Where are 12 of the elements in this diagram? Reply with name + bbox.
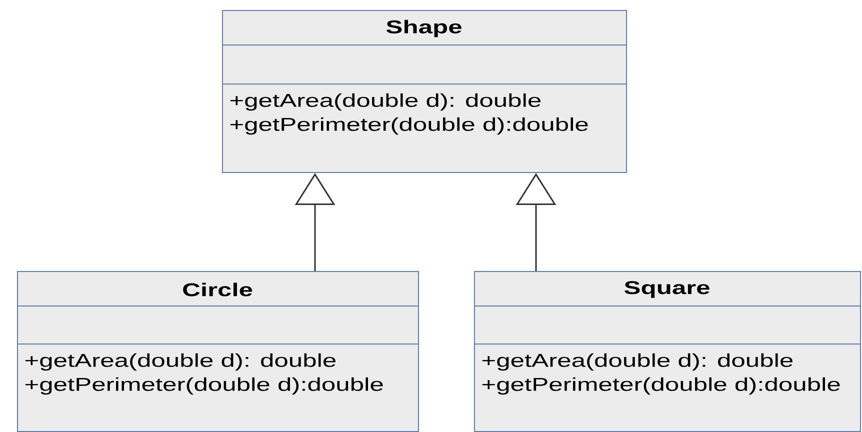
class-name: Circle [183, 282, 252, 296]
method-text: +getArea(double d): double [230, 93, 540, 111]
class-box [16, 271, 419, 432]
method-text: +getPerimeter(double d):double [230, 117, 588, 135]
class-name: Shape [386, 20, 462, 38]
class-box [474, 271, 861, 432]
class-box [222, 10, 627, 173]
method-text: +getArea(double d): double [25, 353, 336, 371]
method-text: +getPerimeter(double d):double [482, 377, 840, 395]
class-name: Square [624, 281, 710, 298]
method-text: +getArea(double d): double [482, 353, 792, 371]
method-text: +getPerimeter(double d):double [25, 377, 383, 395]
